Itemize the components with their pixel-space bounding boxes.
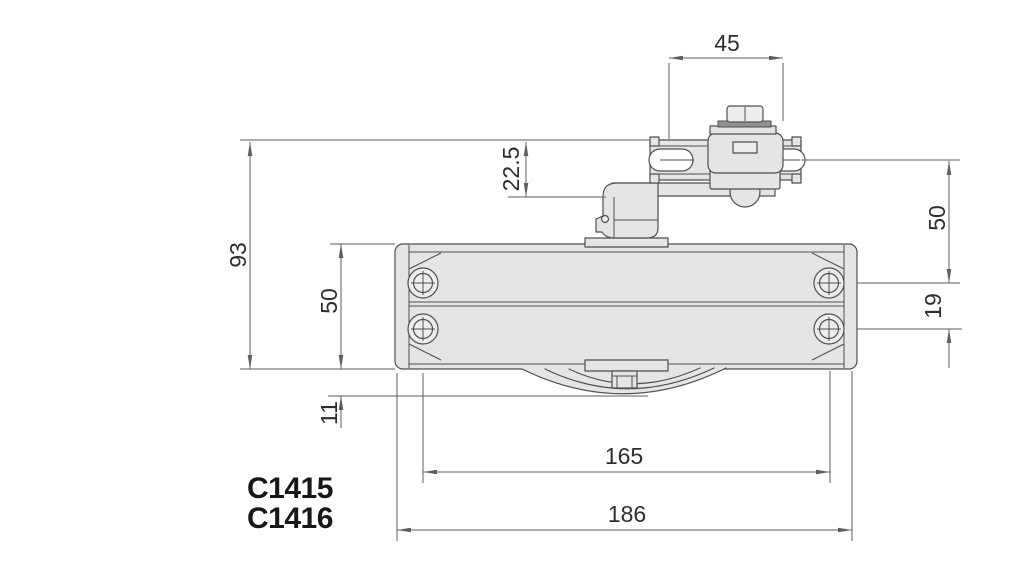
plate-ear-bottom-left: [649, 173, 660, 184]
arrow-up: [946, 329, 952, 343]
dimension-body-length: 186: [397, 501, 852, 533]
clamp-block: [707, 132, 784, 190]
fixing-screw-top-left: [407, 267, 439, 299]
product-code-primary: C1415: [247, 472, 333, 505]
dimension-plate-to-screws: 50: [924, 161, 952, 283]
dim-label-22-5: 22.5: [498, 147, 524, 192]
dimension-bracket-slot-spacing: 45: [669, 30, 783, 61]
product-codes: C1415 C1416: [247, 472, 333, 535]
dimension-overall-height: 93: [225, 142, 253, 369]
fixing-screw-bottom-right: [813, 313, 845, 345]
arrow-right: [769, 55, 783, 61]
plate-ear-bottom-right: [791, 173, 802, 184]
dimension-screw-row-gap: 19: [920, 293, 952, 368]
arrow-down: [338, 355, 344, 369]
dim-label-93: 93: [225, 242, 251, 268]
arrow-down: [247, 355, 253, 369]
arrow-down: [523, 183, 529, 197]
dim-label-186: 186: [608, 501, 646, 527]
dim-label-19: 19: [920, 293, 946, 319]
right-bevel-bottom: [811, 343, 845, 361]
left-bevel-bottom: [408, 343, 442, 361]
fixing-screw-top-right: [813, 267, 845, 299]
arm-elbow-screw: [600, 214, 610, 224]
plate-ear-top-left: [649, 136, 660, 147]
closer-body: [394, 243, 858, 370]
arrow-up: [523, 142, 529, 156]
arm-elbow: [595, 182, 659, 239]
arrow-right: [816, 469, 830, 475]
plate-ear-top-right: [791, 136, 802, 147]
dim-label-50-right: 50: [924, 205, 950, 231]
dim-label-11: 11: [316, 401, 342, 425]
dim-label-165: 165: [605, 443, 643, 469]
clamp-boss-tab: [732, 141, 758, 154]
right-bevel-top: [811, 252, 845, 270]
arrow-left: [669, 55, 683, 61]
arrow-left: [423, 469, 437, 475]
extension-lines: [240, 63, 962, 541]
dim-label-45: 45: [714, 30, 740, 56]
left-bevel-top: [408, 252, 442, 270]
dimension-fixing-hole-spacing: 165: [423, 443, 830, 475]
dimension-arm-drop: 22.5: [498, 142, 529, 197]
dimension-body-height: 50: [316, 244, 344, 369]
arrow-up: [247, 142, 253, 156]
arrow-left: [397, 527, 411, 533]
dim-label-50-left: 50: [316, 288, 342, 314]
product-code-secondary: C1416: [247, 502, 333, 535]
adjusting-bolt: [709, 105, 777, 135]
arrow-up: [338, 396, 344, 410]
arm-foot-plate: [584, 237, 669, 248]
arrow-up: [338, 244, 344, 258]
arrow-right: [838, 527, 852, 533]
arrow-down: [946, 269, 952, 283]
pinion-spindle: [584, 359, 669, 389]
arrow-up: [946, 161, 952, 175]
dimension-cover-projection: 11: [316, 396, 344, 428]
fixing-screw-bottom-left: [407, 313, 439, 345]
